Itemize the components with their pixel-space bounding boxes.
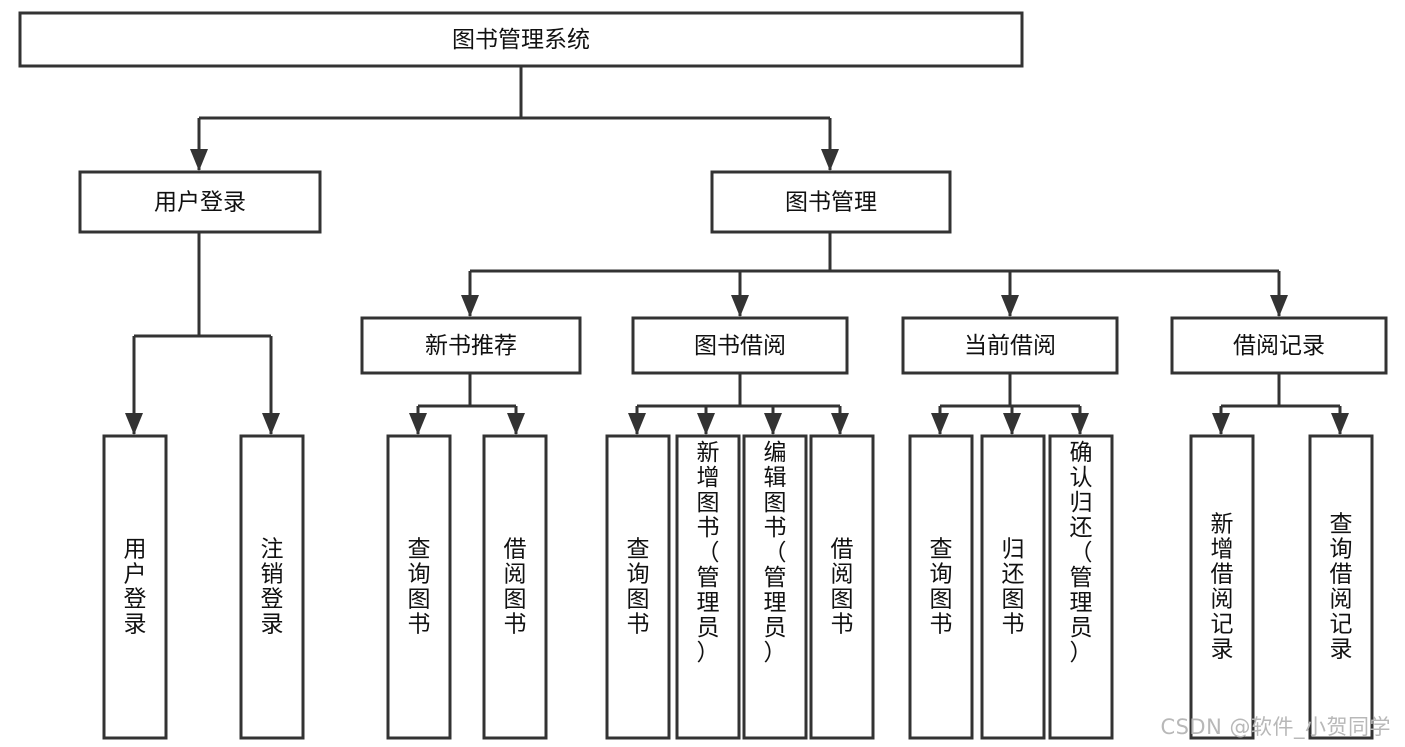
node-user-login-label: 用户登录: [154, 190, 246, 216]
node-new-book-rec-box: [360, 316, 582, 375]
node-leaf-borrow-book-1[interactable]: 借阅图书: [482, 434, 548, 740]
node-leaf-add-book-label: 新增图书（管理员）: [697, 440, 720, 666]
node-leaf-add-record-label: 新增借阅记录: [1211, 512, 1234, 663]
node-leaf-query-book-3[interactable]: 查询图书: [908, 434, 974, 740]
node-leaf-user-login[interactable]: 用户登录: [102, 434, 168, 740]
node-user-login[interactable]: 用户登录: [78, 170, 322, 234]
node-leaf-user-logout[interactable]: 注销登录: [239, 434, 305, 740]
node-leaf-add-book-box: [675, 434, 741, 740]
node-borrow-record-label: 借阅记录: [1233, 333, 1325, 359]
node-new-book-rec-label: 新书推荐: [425, 333, 517, 359]
node-leaf-query-book-3-box: [908, 434, 974, 740]
nodes-layer: 图书管理系统用户登录图书管理新书推荐图书借阅当前借阅借阅记录用户登录注销登录查询…: [18, 11, 1388, 740]
arrow-to-current-borrow: [1001, 295, 1019, 317]
node-leaf-query-book-1-label: 查询图书: [408, 537, 431, 638]
node-leaf-borrow-book-1-box: [482, 434, 548, 740]
arrow-to-leaf-query-record: [1331, 413, 1349, 435]
arrow-to-leaf-user-login: [125, 413, 143, 435]
node-leaf-confirm-return-box: [1048, 434, 1114, 740]
arrow-to-leaf-query-book-3: [931, 413, 949, 435]
node-leaf-user-login-label: 用户登录: [124, 537, 147, 638]
node-leaf-return-book-label: 归还图书: [1002, 537, 1025, 638]
arrow-to-leaf-query-book-1: [409, 413, 427, 435]
arrow-to-leaf-confirm-return: [1071, 413, 1089, 435]
node-user-login-box: [78, 170, 322, 234]
node-book-manage[interactable]: 图书管理: [710, 170, 952, 234]
node-book-borrow[interactable]: 图书借阅: [631, 316, 849, 375]
node-leaf-return-book[interactable]: 归还图书: [980, 434, 1046, 740]
node-leaf-borrow-book-2-box: [809, 434, 875, 740]
node-leaf-query-book-2-label: 查询图书: [627, 537, 650, 638]
arrow-to-leaf-edit-book: [764, 413, 782, 435]
node-root-system-label: 图书管理系统: [452, 27, 590, 53]
node-leaf-user-login-box: [102, 434, 168, 740]
node-book-manage-label: 图书管理: [785, 190, 877, 216]
node-leaf-borrow-book-2[interactable]: 借阅图书: [809, 434, 875, 740]
node-leaf-query-book-2[interactable]: 查询图书: [605, 434, 671, 740]
node-book-manage-box: [710, 170, 952, 234]
node-leaf-add-book[interactable]: 新增图书（管理员）: [675, 434, 741, 740]
node-book-borrow-box: [631, 316, 849, 375]
arrow-to-leaf-borrow-book-1: [507, 413, 525, 435]
arrow-to-leaf-borrow-book-2: [831, 413, 849, 435]
arrow-to-leaf-user-logout: [262, 413, 280, 435]
node-leaf-query-book-1-box: [386, 434, 452, 740]
node-current-borrow[interactable]: 当前借阅: [901, 316, 1119, 375]
node-new-book-rec[interactable]: 新书推荐: [360, 316, 582, 375]
node-leaf-query-record[interactable]: 查询借阅记录: [1308, 434, 1374, 740]
node-leaf-query-book-3-label: 查询图书: [930, 537, 953, 638]
node-leaf-query-record-label: 查询借阅记录: [1330, 512, 1353, 663]
node-leaf-edit-book[interactable]: 编辑图书（管理员）: [742, 434, 808, 740]
node-leaf-edit-book-box: [742, 434, 808, 740]
node-book-borrow-label: 图书借阅: [694, 333, 786, 359]
arrow-to-borrow-record: [1270, 295, 1288, 317]
node-borrow-record-box: [1170, 316, 1388, 375]
node-leaf-confirm-return[interactable]: 确认归还（管理员）: [1048, 434, 1114, 740]
node-leaf-user-logout-box: [239, 434, 305, 740]
node-leaf-query-book-2-box: [605, 434, 671, 740]
arrow-to-book-borrow: [731, 295, 749, 317]
connectors-layer: [125, 66, 1349, 435]
arrow-to-leaf-add-book: [697, 413, 715, 435]
node-current-borrow-box: [901, 316, 1119, 375]
node-leaf-edit-book-label: 编辑图书（管理员）: [764, 440, 787, 666]
node-borrow-record[interactable]: 借阅记录: [1170, 316, 1388, 375]
node-leaf-borrow-book-2-label: 借阅图书: [831, 537, 854, 638]
node-leaf-query-book-1[interactable]: 查询图书: [386, 434, 452, 740]
node-leaf-confirm-return-label: 确认归还（管理员）: [1070, 440, 1093, 666]
node-root-system[interactable]: 图书管理系统: [18, 11, 1024, 68]
arrow-to-book-manage: [821, 149, 839, 171]
node-leaf-add-record-box: [1189, 434, 1255, 740]
node-leaf-add-record[interactable]: 新增借阅记录: [1189, 434, 1255, 740]
node-root-system-box: [18, 11, 1024, 68]
node-leaf-borrow-book-1-label: 借阅图书: [504, 537, 527, 638]
node-leaf-user-logout-label: 注销登录: [261, 537, 284, 638]
node-current-borrow-label: 当前借阅: [964, 333, 1056, 359]
arrow-to-leaf-query-book-2: [628, 413, 646, 435]
arrow-to-new-book-rec: [461, 295, 479, 317]
arrow-to-leaf-add-record: [1212, 413, 1230, 435]
arrow-to-leaf-return-book: [1003, 413, 1021, 435]
node-leaf-query-record-box: [1308, 434, 1374, 740]
node-leaf-return-book-box: [980, 434, 1046, 740]
arrow-to-user-login: [190, 149, 208, 171]
